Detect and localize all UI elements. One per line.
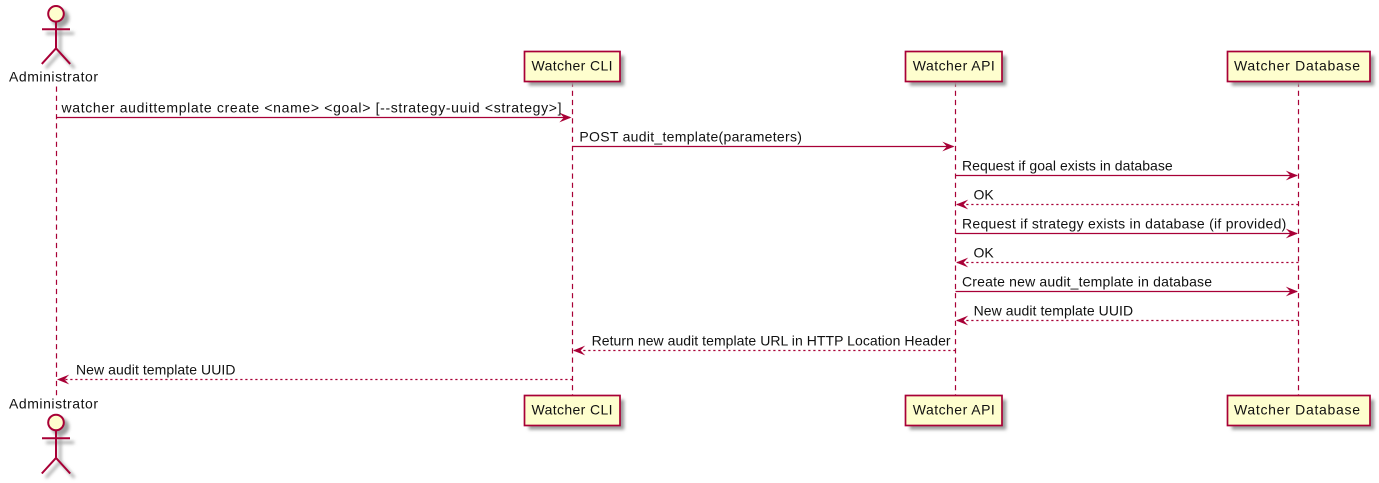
svg-text:Watcher Database: Watcher Database xyxy=(1234,58,1360,74)
svg-text:Watcher CLI: Watcher CLI xyxy=(532,58,613,74)
svg-text:Request if strategy exists in: Request if strategy exists in database (… xyxy=(962,216,1286,232)
svg-text:OK: OK xyxy=(974,245,995,261)
svg-text:New audit template UUID: New audit template UUID xyxy=(974,303,1134,319)
svg-text:Administrator: Administrator xyxy=(9,69,98,85)
svg-text:watcher audittemplate create <: watcher audittemplate create <name> <goa… xyxy=(61,100,562,116)
svg-text:Watcher CLI: Watcher CLI xyxy=(532,402,613,418)
svg-text:POST audit_template(parameters: POST audit_template(parameters) xyxy=(579,129,802,145)
svg-text:Return new audit template URL: Return new audit template URL in HTTP Lo… xyxy=(592,333,951,349)
svg-text:OK: OK xyxy=(974,187,995,203)
svg-text:Watcher API: Watcher API xyxy=(913,402,995,418)
svg-text:Request if goal exists in data: Request if goal exists in database xyxy=(962,158,1173,174)
svg-text:Administrator: Administrator xyxy=(9,396,98,412)
svg-text:Watcher Database: Watcher Database xyxy=(1234,402,1360,418)
svg-text:Watcher API: Watcher API xyxy=(913,58,995,74)
svg-text:Create new audit_template in d: Create new audit_template in database xyxy=(962,274,1212,290)
svg-text:New audit template UUID: New audit template UUID xyxy=(76,362,236,378)
